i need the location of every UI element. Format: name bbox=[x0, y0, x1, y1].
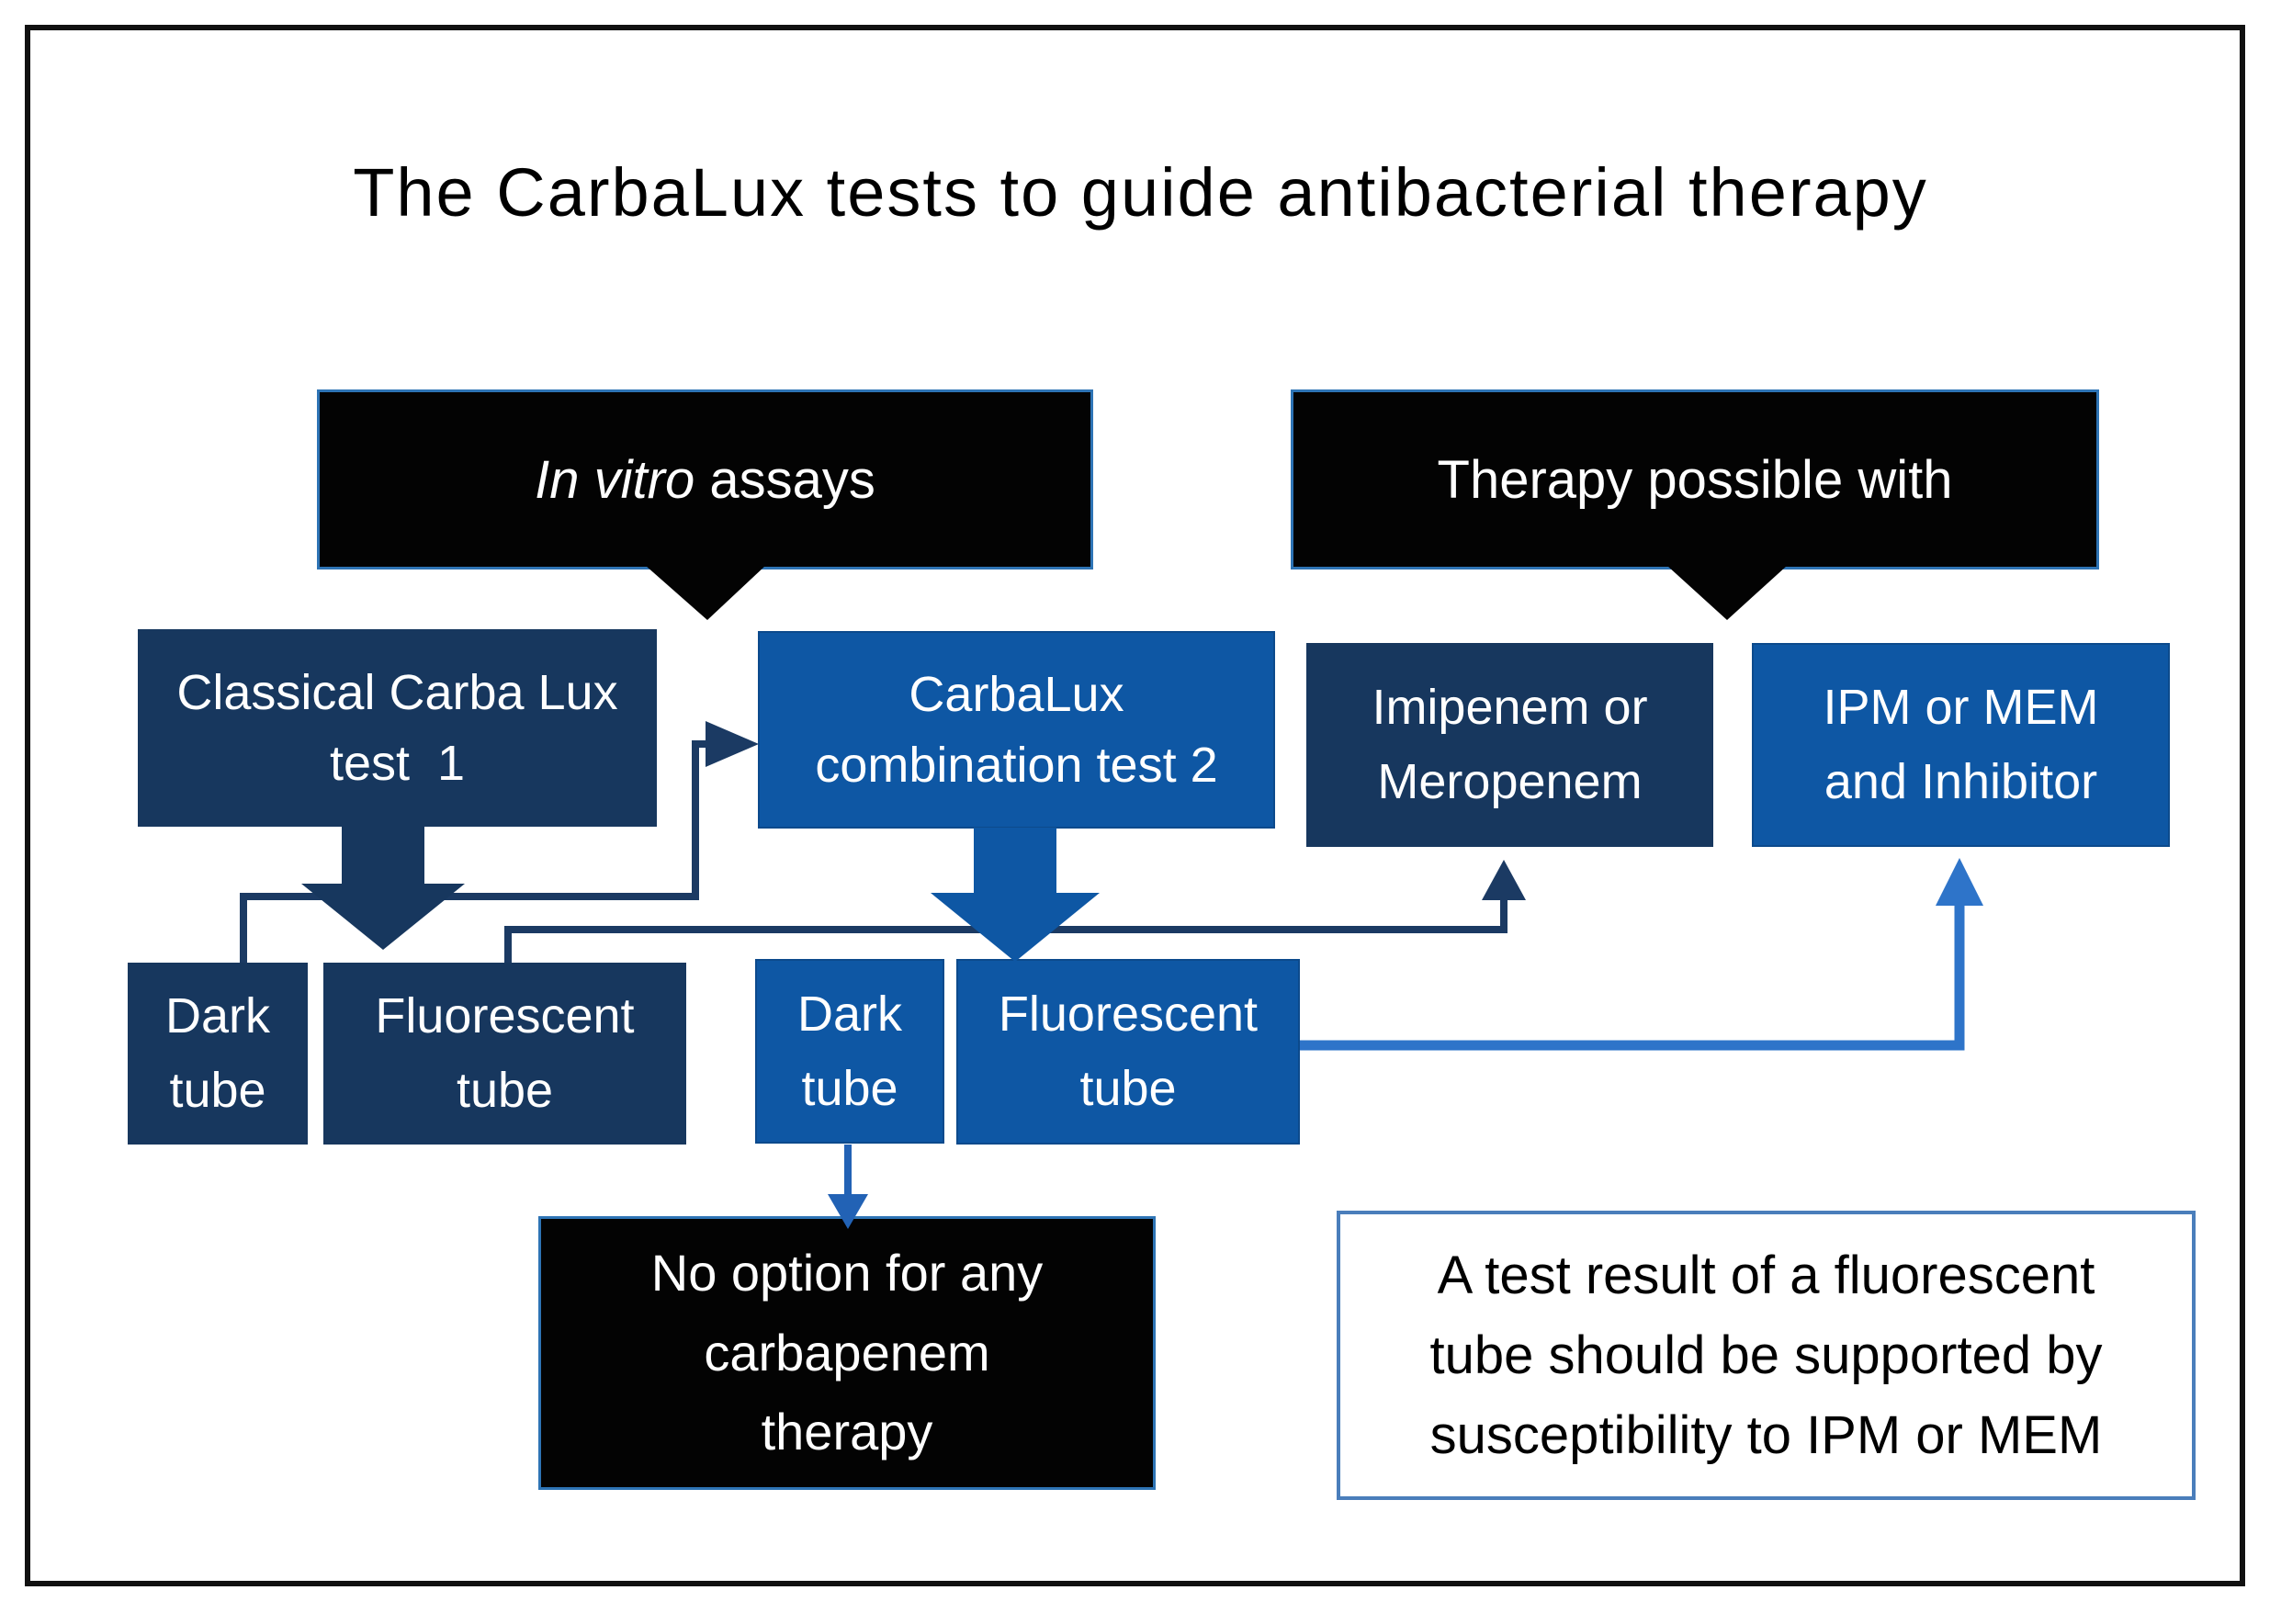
box-dark-tube-test2: Dark tube bbox=[755, 959, 944, 1144]
box-line: IPM or MEM bbox=[1823, 680, 2099, 735]
box-fluorescent-tube-test1: Fluorescent tube bbox=[323, 963, 686, 1145]
box-line: test 1 bbox=[329, 735, 466, 791]
box-line: tube bbox=[801, 1060, 898, 1116]
note-line: tube should be supported by bbox=[1429, 1325, 2103, 1385]
box-line: carbapenem bbox=[704, 1323, 990, 1382]
assays-text: assays bbox=[694, 449, 875, 510]
box-ipm-or-mem-and-inhibitor: IPM or MEM and Inhibitor bbox=[1752, 643, 2170, 847]
note-line: A test result of a fluorescent bbox=[1437, 1246, 2095, 1305]
in-vitro-italic-text: In vitro bbox=[535, 449, 695, 510]
diagram-title: The CarbaLux tests to guide antibacteria… bbox=[353, 154, 1928, 231]
box-line: CarbaLux bbox=[909, 666, 1124, 722]
box-classical-carbalux-test-1: Classical Carba Lux test 1 bbox=[138, 629, 657, 827]
box-line: Fluorescent bbox=[375, 988, 635, 1043]
box-line: tube bbox=[169, 1063, 266, 1118]
box-fluorescent-tube-test2: Fluorescent tube bbox=[956, 959, 1300, 1145]
box-line: Dark bbox=[164, 988, 270, 1043]
box-imipenem-or-meropenem: Imipenem or Meropenem bbox=[1306, 643, 1713, 847]
box-line: Imipenem or bbox=[1372, 680, 1648, 735]
box-dark-tube-test1: Dark tube bbox=[128, 963, 308, 1145]
box-line: combination test 2 bbox=[815, 737, 1218, 793]
callout-in-vitro-label: In vitro assays bbox=[535, 449, 875, 511]
box-line: Meropenem bbox=[1377, 754, 1643, 809]
box-line: Dark bbox=[796, 986, 902, 1042]
box-line: Classical Carba Lux bbox=[176, 664, 618, 720]
box-carbalux-combination-test-2: CarbaLux combination test 2 bbox=[758, 631, 1275, 829]
box-line: Fluorescent bbox=[998, 987, 1259, 1042]
box-line: No option for any bbox=[650, 1243, 1044, 1302]
note-fluorescent-result-support: A test result of a fluorescent tube shou… bbox=[1337, 1211, 2196, 1500]
callout-therapy-possible-with: Therapy possible with bbox=[1291, 389, 2099, 570]
box-line: and Inhibitor bbox=[1824, 754, 2098, 809]
note-line: susceptibility to IPM or MEM bbox=[1429, 1405, 2103, 1465]
callout-therapy-label: Therapy possible with bbox=[1437, 449, 1953, 510]
box-no-option-carbapenem-therapy: No option for any carbapenem therapy bbox=[538, 1216, 1156, 1490]
box-line: tube bbox=[1079, 1061, 1177, 1116]
box-line: therapy bbox=[761, 1403, 933, 1461]
callout-in-vitro-assays: In vitro assays bbox=[317, 389, 1093, 570]
box-line: tube bbox=[456, 1063, 554, 1118]
